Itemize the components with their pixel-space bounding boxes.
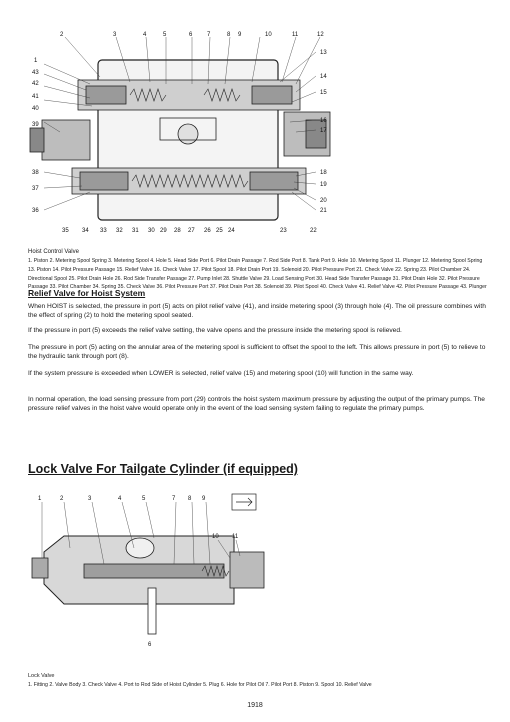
svg-text:17: 17 xyxy=(320,128,327,134)
fig1-caption-title: Hoist Control Valve xyxy=(28,249,79,255)
svg-text:37: 37 xyxy=(32,186,39,192)
svg-text:9: 9 xyxy=(238,32,242,38)
hydraulic-symbol xyxy=(231,493,257,511)
svg-text:1: 1 xyxy=(34,58,38,64)
svg-text:6: 6 xyxy=(148,642,152,648)
svg-text:36: 36 xyxy=(32,208,39,214)
svg-text:27: 27 xyxy=(188,228,195,234)
svg-text:13: 13 xyxy=(320,50,327,56)
svg-text:28: 28 xyxy=(174,228,181,234)
svg-text:19: 19 xyxy=(320,182,327,188)
svg-text:23: 23 xyxy=(280,228,287,234)
svg-text:15: 15 xyxy=(320,90,327,96)
section-heading-lock-valve: Lock Valve For Tailgate Cylinder (if equ… xyxy=(28,462,298,476)
paragraph: If the system pressure is exceeded when … xyxy=(28,370,414,377)
svg-text:8: 8 xyxy=(188,496,192,502)
svg-text:10: 10 xyxy=(265,32,272,38)
leader-lines xyxy=(43,36,321,211)
svg-text:11: 11 xyxy=(232,534,239,540)
svg-text:34: 34 xyxy=(82,228,89,234)
svg-text:9: 9 xyxy=(202,496,206,502)
page-number: 1918 xyxy=(247,702,263,709)
svg-text:3: 3 xyxy=(113,32,117,38)
svg-text:7: 7 xyxy=(207,32,211,38)
svg-text:2: 2 xyxy=(60,32,64,38)
svg-text:39: 39 xyxy=(32,122,39,128)
svg-text:35: 35 xyxy=(62,228,69,234)
svg-text:41: 41 xyxy=(32,94,39,100)
fig2-leader-lines xyxy=(41,501,241,565)
svg-text:18: 18 xyxy=(320,170,327,176)
svg-text:20: 20 xyxy=(320,198,327,204)
fig2-callouts: 1 2 3 4 5 7 8 9 10 11 6 xyxy=(38,496,239,648)
svg-text:31: 31 xyxy=(132,228,139,234)
svg-text:24: 24 xyxy=(228,228,235,234)
paragraph: When HOIST is selected, the pressure in … xyxy=(28,303,486,319)
svg-text:4: 4 xyxy=(118,496,122,502)
relief-spring xyxy=(201,564,230,578)
svg-text:11: 11 xyxy=(292,32,299,38)
svg-text:3: 3 xyxy=(88,496,92,502)
svg-text:16: 16 xyxy=(320,118,327,124)
svg-text:26: 26 xyxy=(204,228,211,234)
svg-text:10: 10 xyxy=(212,534,219,540)
upper-spool-section xyxy=(77,79,301,111)
lower-spool-section xyxy=(71,167,307,195)
fig2-caption-body: 1. Fitting 2. Valve Body 3. Check Valve … xyxy=(28,682,372,688)
svg-text:30: 30 xyxy=(148,228,155,234)
svg-text:5: 5 xyxy=(142,496,146,502)
section-heading-relief-valve: Relief Valve for Hoist System xyxy=(28,288,146,298)
plug xyxy=(125,537,155,559)
svg-text:21: 21 xyxy=(320,208,327,214)
fitting xyxy=(31,557,49,579)
svg-text:7: 7 xyxy=(172,496,176,502)
svg-text:40: 40 xyxy=(32,106,39,112)
center-ports xyxy=(159,117,217,145)
svg-text:12: 12 xyxy=(317,32,324,38)
svg-text:32: 32 xyxy=(116,228,123,234)
svg-text:14: 14 xyxy=(320,74,327,80)
lock-valve-diagram: 1 2 3 4 5 7 8 9 10 11 6 xyxy=(31,493,265,648)
paragraph: If the pressure in port (5) exceeds the … xyxy=(28,327,402,334)
fig2-caption-title: Lock Valve xyxy=(28,673,55,679)
relief-valve-housing xyxy=(229,551,265,589)
svg-text:33: 33 xyxy=(100,228,107,234)
paragraph: In normal operation, the load sensing pr… xyxy=(28,396,485,412)
svg-text:29: 29 xyxy=(160,228,167,234)
left-solenoid xyxy=(29,119,91,161)
paragraph: The pressure in port (5) acting on the a… xyxy=(28,344,486,360)
lower-spring xyxy=(131,174,249,188)
svg-text:1: 1 xyxy=(38,496,42,502)
svg-text:43: 43 xyxy=(32,70,39,76)
fig1-callouts: 2 3 4 5 6 7 8 9 10 11 12 1 43 42 41 40 3… xyxy=(32,32,327,234)
svg-text:8: 8 xyxy=(227,32,231,38)
hoist-control-valve-diagram: 2 3 4 5 6 7 8 9 10 11 12 1 43 42 41 40 3… xyxy=(29,32,331,234)
spool-bore xyxy=(83,563,225,579)
svg-text:5: 5 xyxy=(163,32,167,38)
svg-text:2: 2 xyxy=(60,496,64,502)
svg-text:25: 25 xyxy=(216,228,223,234)
upper-spring-right xyxy=(203,88,241,102)
svg-text:6: 6 xyxy=(189,32,193,38)
svg-text:4: 4 xyxy=(143,32,147,38)
svg-text:38: 38 xyxy=(32,170,39,176)
right-solenoid xyxy=(283,111,331,157)
fig1-caption-body: 1. Piston 2. Metering Spool Spring 3. Me… xyxy=(28,258,487,291)
upper-spring-left xyxy=(129,88,167,102)
svg-text:42: 42 xyxy=(32,81,39,87)
hole-for-pilot-oil xyxy=(147,587,157,635)
svg-text:22: 22 xyxy=(310,228,317,234)
